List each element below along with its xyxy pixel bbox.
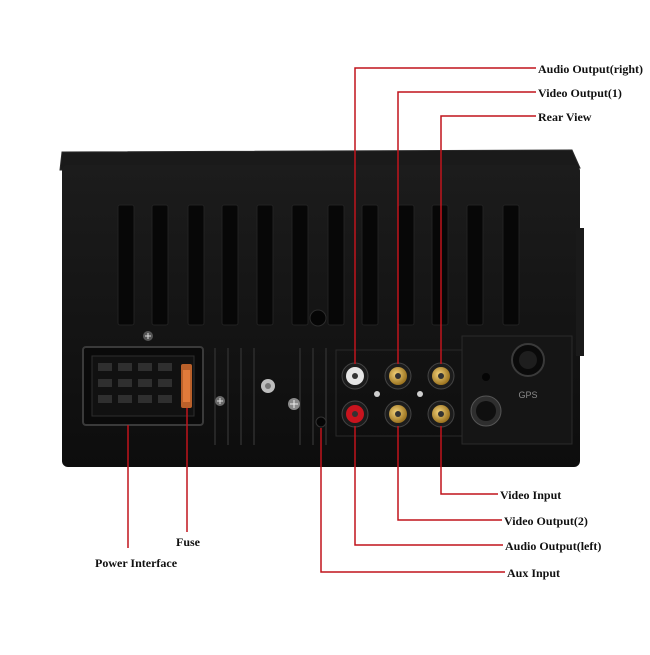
label-audio-output-right: Audio Output(right) [538,62,644,76]
rca-video-output-1 [384,362,412,390]
label-rear-view: Rear View [538,110,592,124]
leader-lines [127,67,536,573]
power-interface-connector [82,346,204,426]
label-fuse: Fuse [176,535,200,549]
label-video-input: Video Input [500,488,562,502]
jack-screws [374,391,423,397]
label-power-interface: Power Interface [95,556,178,570]
ground-screw [261,379,275,393]
label-video-output-2: Video Output(2) [504,514,588,528]
vent-ribs [214,348,327,445]
gps-port [511,343,545,377]
label-video-output-1: Video Output(1) [538,86,622,100]
leader-video-input [440,426,498,495]
screw-fuse [215,396,225,406]
gps-label: GPS [518,390,537,400]
leader-audio-output-right [354,67,536,364]
label-audio-output-left: Audio Output(left) [505,539,602,553]
rca-audio-right [341,362,369,390]
label-aux-input: Aux Input [507,566,561,580]
rca-rear-view [427,362,455,390]
rca-video-output-2 [384,400,412,428]
screw-middle [288,398,300,410]
rca-audio-left [341,400,369,428]
leader-video-output-1 [397,91,536,364]
leader-aux-input [320,428,505,573]
camera-port [470,395,502,427]
side-bracket [576,228,584,356]
screw-top [143,331,153,341]
leader-audio-output-left [354,426,503,546]
indicator-hole [482,373,490,381]
leader-rear-view [440,115,536,364]
leader-video-output-2 [397,426,502,521]
rca-video-input [427,400,455,428]
cooling-fins [117,204,520,326]
mounting-hole [309,309,327,327]
aux-input-jack [315,416,327,428]
fuse [181,364,192,408]
